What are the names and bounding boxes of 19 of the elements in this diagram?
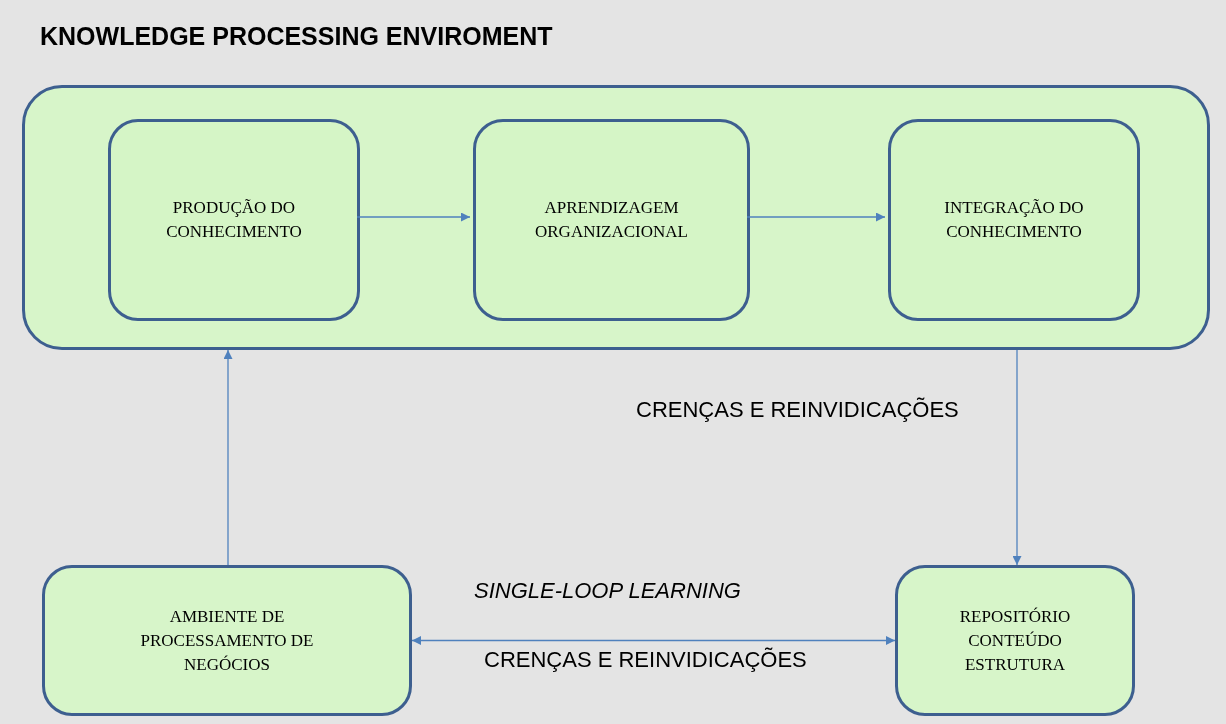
- box-text: AMBIENTE DE PROCESSAMENTO DE NEGÓCIOS: [139, 605, 315, 676]
- diagram-title: KNOWLEDGE PROCESSING ENVIROMENT: [40, 21, 553, 52]
- arrow: [1012, 349, 1022, 566]
- box-text: INTEGRAÇÃO DO CONHECIMENTO: [943, 197, 1085, 243]
- note-label: CRENÇAS E REINVIDICAÇÕES: [636, 396, 959, 424]
- box-text: REPOSITÓRIO CONTEÚDO ESTRUTURA: [958, 605, 1072, 676]
- process-box: [108, 119, 360, 321]
- arrow: [746, 212, 886, 222]
- container-box: [22, 85, 1210, 350]
- arrow: [356, 212, 471, 222]
- box-text: PRODUÇÃO DO CONHECIMENTO: [165, 197, 303, 243]
- arrow: [223, 349, 233, 566]
- process-box: [888, 119, 1140, 321]
- arrow: [411, 636, 896, 645]
- box-text: APRENDIZAGEM ORGANIZACIONAL: [534, 197, 689, 243]
- process-box: [42, 565, 412, 716]
- process-box: [895, 565, 1135, 716]
- process-box: [473, 119, 750, 321]
- note-label: CRENÇAS E REINVIDICAÇÕES: [484, 646, 807, 674]
